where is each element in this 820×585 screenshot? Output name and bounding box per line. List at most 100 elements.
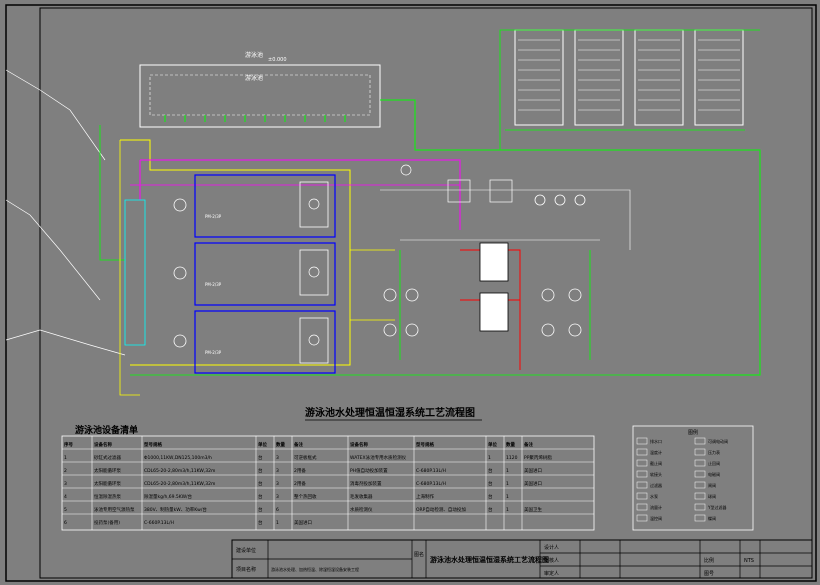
table-cell: PP聚丙烯树脂: [524, 454, 552, 461]
legend-item-label: 温控阀: [650, 515, 662, 521]
legend-symbol-icon: [636, 437, 648, 445]
filter-3-icon: [173, 334, 187, 348]
table-header-cell: 型号规格: [416, 441, 434, 448]
title-block-approve-label: 审定人: [544, 570, 559, 577]
pool-level-label: ±0.000: [268, 57, 287, 63]
pump-3-icon: [383, 323, 397, 337]
dehumidifier-module-3: [194, 310, 336, 374]
heat-exchanger-2: [479, 292, 509, 332]
table-cell: 3: [276, 455, 279, 461]
module-1-label: PM-2/3P: [205, 214, 222, 219]
legend-symbol-icon: [636, 514, 648, 522]
table-cell: WATEX泳池专用水质检测仪: [350, 454, 407, 461]
legend-symbol-icon: [694, 459, 706, 467]
pipe-green-main: [380, 99, 761, 376]
table-header-cell: 单位: [258, 441, 267, 448]
legend-symbol-icon: [694, 492, 706, 500]
module-1-fan-icon: [308, 198, 320, 210]
pool-inner-label: 游泳池: [245, 74, 263, 82]
table-cell: 2用备: [294, 480, 306, 487]
legend-symbol-icon: [694, 481, 706, 489]
pump-10-icon: [554, 194, 566, 206]
pipe-green-hp-supply: [415, 29, 760, 151]
legend-item-label: 流量计: [650, 504, 662, 510]
table-cell: 1: [276, 520, 279, 526]
table-cell: 台: [488, 493, 493, 500]
module-2-fan-icon: [308, 266, 320, 278]
table-cell: 1: [506, 507, 509, 513]
table-cell: 1: [506, 494, 509, 500]
module-3-label: PM-2/3P: [205, 350, 222, 355]
table-cell: 美国进口: [294, 519, 312, 526]
pump-11-icon: [574, 194, 586, 206]
table-cell: 6: [64, 520, 67, 526]
module-3-unit: [299, 317, 329, 364]
legend-symbol-icon: [636, 448, 648, 456]
table-cell: Φ1000,11KW,DN125,100m3/h: [144, 455, 212, 461]
outer-frame: [5, 4, 817, 582]
table-cell: 2: [64, 468, 67, 474]
table-header-cell: 备注: [523, 441, 533, 448]
table-cell: 上海制作: [416, 493, 434, 500]
table-header-cell: 设备名称: [94, 441, 112, 448]
table-cell: 台: [488, 506, 493, 513]
table-cell: 1: [506, 468, 509, 474]
legend: 图例 排水口可调电动阀温度计压力表截止阀止回阀软接头电磁阀过滤器闸阀水泵球阀流量…: [632, 425, 754, 531]
filter-2-icon: [173, 266, 187, 280]
equipment-table-frame: [61, 435, 595, 531]
pool-inner: [149, 74, 371, 116]
pipe-green-verticals: [399, 250, 591, 360]
table-cell: 2用备: [294, 467, 306, 474]
title-block-grid: [232, 540, 812, 578]
table-cell: 毛发收集器: [350, 493, 373, 500]
table-cell: 380V、制热量kW、功率Kw/台: [144, 506, 207, 513]
pool: 游泳池 游泳池 ±0.000: [139, 51, 381, 128]
module-1-unit: [299, 181, 329, 228]
pipe-yellow-filter-loop: [120, 139, 351, 366]
title-block-project-name-label: 项目名称: [236, 566, 256, 573]
table-cell: 消毒剂投加装置: [350, 480, 382, 487]
legend-symbol-icon: [636, 492, 648, 500]
pipe-green-left: [99, 125, 125, 261]
pipe-white: [380, 189, 631, 250]
legend-title: 图例: [688, 429, 698, 436]
table-cell: 台: [258, 467, 263, 474]
table-cell: 1: [64, 455, 67, 461]
title-block: 建设单位 项目名称 游泳池水处理、加热恒温、除湿恒湿设备安装工程 图名 游泳池水…: [231, 539, 813, 579]
table-cell: 水质检测仪: [350, 506, 373, 513]
legend-symbol-icon: [694, 514, 706, 522]
legend-item-label: 排水口: [650, 438, 662, 444]
legend-symbol-icon: [694, 503, 706, 511]
table-cell: 泳池专用空气源热泵: [94, 506, 135, 513]
table-cell: 美国卫生: [524, 506, 542, 513]
legend-symbol-icon: [636, 481, 648, 489]
dosing-unit-1: [447, 179, 471, 203]
table-cell: 台: [258, 480, 263, 487]
dehumidifier-modules: PM-2/3P PM-2/3P PM-2/3P: [194, 174, 336, 374]
pump-4-icon: [405, 323, 419, 337]
dehumidifier-module-2: [194, 242, 336, 306]
table-header-cell: 备注: [293, 441, 303, 448]
title-block-scale-value: NTS: [744, 558, 754, 564]
table-header-cell: 数量: [276, 441, 285, 448]
table-cell: 除湿量kg/h,69.5KW/台: [144, 493, 193, 500]
pool-label: 游泳池: [245, 51, 263, 59]
legend-item-label: 止回阀: [708, 460, 720, 466]
table-cell: 1120: [506, 455, 518, 461]
table-cell: 台: [258, 493, 263, 500]
title-block-drawing-label: 图名: [414, 551, 424, 558]
table-cell: CDL65-20-2,80m3/h,11KW,32m: [144, 481, 215, 487]
table-cell: CDL65-20-2,80m3/h,11KW,32m: [144, 468, 215, 474]
table-cell: 1: [506, 481, 509, 487]
legend-item-label: 截止阀: [650, 460, 662, 466]
table-cell: 4: [64, 494, 67, 500]
pumps: [383, 194, 586, 337]
legend-item-label: 蝶阀: [708, 515, 716, 521]
terrain-lines: [5, 69, 126, 356]
table-cell: PH值自动投加装置: [350, 467, 388, 474]
legend-symbol-icon: [636, 459, 648, 467]
table-cell: 3: [64, 481, 67, 487]
pump-6-icon: [568, 288, 582, 302]
